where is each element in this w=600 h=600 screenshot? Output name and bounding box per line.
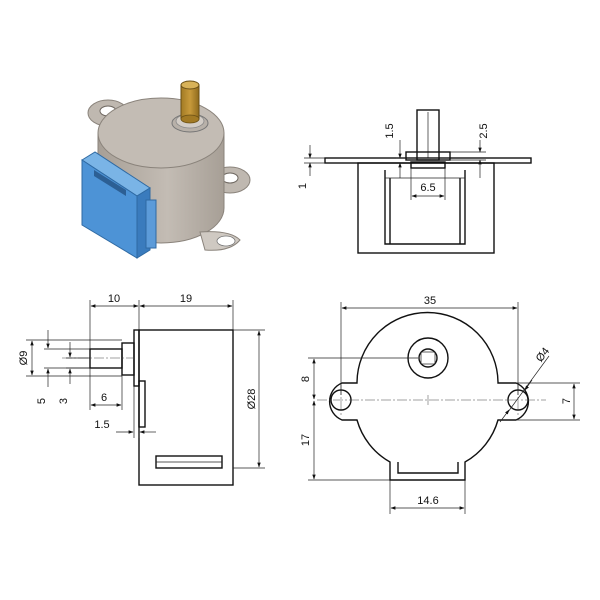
dim-shaft-offset: 8 (300, 357, 418, 400)
dim-shaft-step: 1.5 (384, 123, 406, 178)
dim-label-3: 3 (58, 398, 70, 404)
top-view: 35 Ø4 8 17 7 (300, 295, 580, 514)
side-shaft (89, 348, 123, 369)
top-shaft (418, 348, 438, 368)
motor-top-face (97, 97, 225, 169)
side-motor-body (138, 329, 234, 486)
dim-shaft-length: 10 (89, 293, 140, 349)
dim-label-1: 1 (297, 183, 309, 189)
dim-boss-height: 1.5 (94, 386, 156, 438)
side-view: 10 19 Ø9 5 3 (18, 293, 265, 486)
dim-shaft-flat: 6 (89, 368, 123, 410)
dim-label-o9: Ø9 (18, 351, 30, 366)
dim-label-7: 7 (561, 398, 573, 404)
dim-flat-width: 6.5 (410, 168, 446, 200)
front-motor-body (357, 162, 495, 254)
dim-label-6: 6 (101, 392, 107, 404)
top-body-outline (328, 311, 530, 481)
dim-flange-thickness: 1 (297, 145, 325, 189)
dim-body-depth: 19 (139, 293, 234, 330)
dim-tab-height: 7 (516, 382, 580, 421)
dim-body-diameter: Ø28 (233, 329, 265, 469)
dim-offset-5: 5 (36, 330, 90, 404)
dim-label-10: 10 (108, 293, 120, 305)
brass-shaft (180, 80, 200, 124)
dim-label-5: 5 (36, 398, 48, 404)
dim-connector-width: 14.6 (389, 480, 466, 514)
dim-lower-height: 17 (300, 400, 390, 481)
dim-label-14-6: 14.6 (417, 495, 438, 507)
isometric-motor-render (81, 80, 251, 259)
dim-label-o28: Ø28 (246, 389, 258, 410)
dim-label-2-5: 2.5 (478, 123, 490, 138)
front-shaft-boss (405, 151, 451, 161)
dim-label-35: 35 (424, 295, 436, 307)
side-shaft-boss (121, 342, 135, 376)
dim-label-8: 8 (300, 376, 312, 382)
front-view: 1 1.5 2.5 6.5 (297, 109, 532, 254)
dim-label-1-5: 1.5 (384, 123, 396, 138)
dim-label-19: 19 (180, 293, 192, 305)
dim-offset-3: 3 (58, 342, 90, 404)
front-connector-cavity (384, 170, 466, 245)
dim-label-6-5: 6.5 (420, 182, 435, 194)
dim-label-17: 17 (300, 434, 312, 446)
dim-shaft-top: 2.5 (450, 123, 490, 178)
dim-label-o4: Ø4 (534, 346, 552, 365)
dim-mount-spacing: 35 (340, 295, 519, 395)
dim-shaft-diameter: Ø9 (18, 339, 122, 377)
front-flat-slot (410, 161, 446, 169)
dim-label-1-5-side: 1.5 (94, 419, 109, 431)
connector-housing (81, 151, 157, 259)
